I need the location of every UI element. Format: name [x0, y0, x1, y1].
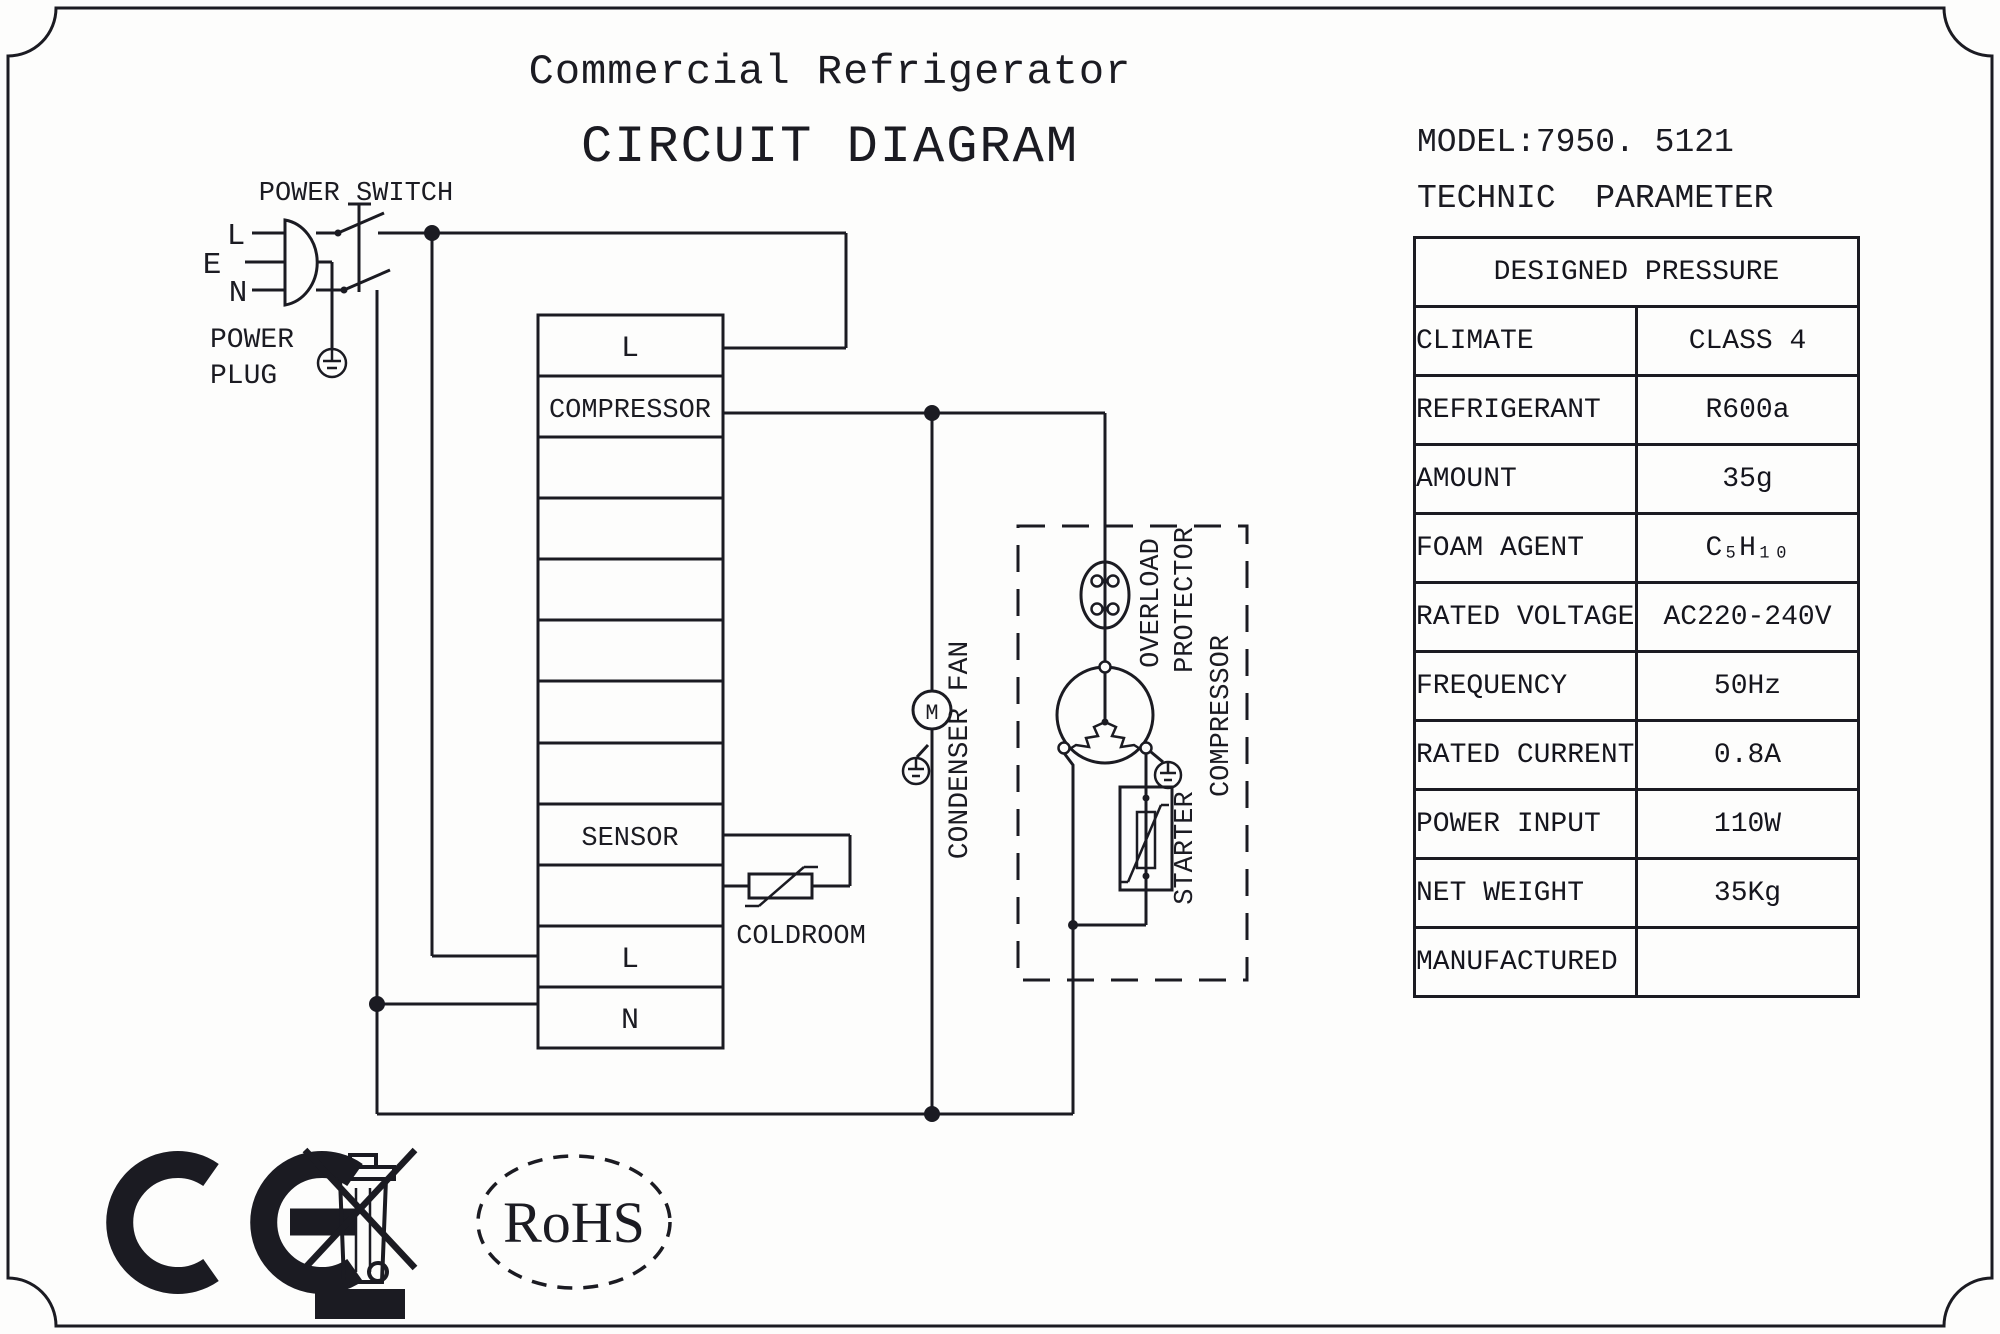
param-value: 0.8A: [1635, 719, 1860, 791]
plug-pin-earth-label: E: [203, 248, 222, 283]
power-switch-symbol: [316, 202, 391, 292]
param-label: NET WEIGHT: [1413, 857, 1638, 929]
fan-motor-label: M: [925, 701, 938, 726]
starter-symbol: [1073, 753, 1174, 927]
param-label: MANUFACTURED: [1413, 926, 1638, 998]
technic-parameter-heading: TECHNIC PARAMETER: [1417, 180, 1774, 217]
condenser-fan-label: CONDENSER FAN: [945, 641, 976, 859]
weee-bar: [315, 1289, 405, 1319]
plug-ground-icon: [316, 347, 348, 379]
param-value: C₅H₁₀: [1635, 512, 1860, 584]
compressor-wire: [723, 411, 1107, 667]
param-row: REFRIGERANT R600a: [1413, 374, 1860, 446]
starter-label: STARTER: [1171, 791, 1201, 904]
terminal-cell-l-bottom: L: [621, 943, 639, 977]
param-label: RATED CURRENT: [1413, 719, 1638, 791]
junction-dots: [334, 225, 1150, 1122]
param-row: NET WEIGHT 35Kg: [1413, 857, 1860, 929]
param-row: RATED VOLTAGE AC220-240V: [1413, 581, 1860, 653]
param-row: RATED CURRENT 0.8A: [1413, 719, 1860, 791]
param-row: FREQUENCY 50Hz: [1413, 650, 1860, 722]
param-value: R600a: [1635, 374, 1860, 446]
param-row: FOAM AGENT C₅H₁₀: [1413, 512, 1860, 584]
ce-mark-icon: [106, 1151, 363, 1294]
rohs-label: RoHS: [503, 1190, 645, 1255]
param-value: 35g: [1635, 443, 1860, 515]
terminal-cell-compressor: COMPRESSOR: [549, 396, 711, 426]
table-header: DESIGNED PRESSURE: [1413, 236, 1860, 308]
param-label: REFRIGERANT: [1413, 374, 1638, 446]
power-plug-label-line2: PLUG: [210, 361, 277, 392]
weee-bin-icon: [302, 1147, 418, 1319]
thermistor-body: [747, 872, 814, 900]
compressor-enclosure: [1016, 524, 1249, 982]
motor-return-wire: [1062, 752, 1075, 1114]
param-label: RATED VOLTAGE: [1413, 581, 1638, 653]
param-label: POWER INPUT: [1413, 788, 1638, 860]
compressor-motor-symbol: [1055, 660, 1155, 765]
power-plug-symbol: [245, 218, 319, 307]
param-row: AMOUNT 35g: [1413, 443, 1860, 515]
terminal-cell-sensor: SENSOR: [581, 824, 678, 854]
param-row: CLIMATE CLASS 4: [1413, 305, 1860, 377]
power-switch-label: POWER SWITCH: [259, 179, 453, 209]
param-row: POWER INPUT 110W: [1413, 788, 1860, 860]
rohs-ellipse: [476, 1154, 672, 1290]
param-label: FREQUENCY: [1413, 650, 1638, 722]
fan-motor-circle: [911, 689, 953, 731]
power-plug-label-line1: POWER: [210, 325, 294, 356]
page-border: [6, 6, 1994, 1328]
terminal-cell-n: N: [621, 1004, 639, 1038]
fan-ground-icon: [901, 756, 931, 786]
overload-label-line1: OVERLOAD: [1137, 538, 1167, 668]
table-header-row: DESIGNED PRESSURE: [1413, 236, 1860, 308]
param-value: 110W: [1635, 788, 1860, 860]
param-value: 35Kg: [1635, 857, 1860, 929]
technic-parameter-table: DESIGNED PRESSURE CLIMATE CLASS 4 REFRIG…: [1413, 236, 1860, 998]
plug-pin-neutral-label: N: [229, 276, 248, 311]
coldroom-label: COLDROOM: [736, 922, 866, 952]
param-value: AC220-240V: [1635, 581, 1860, 653]
doc-subtitle: Commercial Refrigerator: [528, 48, 1132, 96]
motor-ground-icon: [1153, 760, 1183, 790]
live-wire: [378, 231, 848, 958]
motor-ground-stub: [1150, 750, 1164, 764]
doc-title: CIRCUIT DIAGRAM: [580, 118, 1080, 177]
compressor-box-label: COMPRESSOR: [1207, 635, 1237, 797]
neutral-wire: [375, 290, 1073, 1116]
param-label: FOAM AGENT: [1413, 512, 1638, 584]
plug-pin-live-label: L: [227, 219, 246, 254]
param-value: [1635, 926, 1860, 998]
plug-earth-wire: [316, 260, 334, 349]
param-value: CLASS 4: [1635, 305, 1860, 377]
terminal-cell-l-top: L: [621, 332, 639, 366]
param-label: AMOUNT: [1413, 443, 1638, 515]
param-label: CLIMATE: [1413, 305, 1638, 377]
param-value: 50Hz: [1635, 650, 1860, 722]
overload-protector-symbol: [1079, 560, 1131, 630]
param-row: MANUFACTURED: [1413, 926, 1860, 998]
model-number: MODEL:7950. 5121: [1417, 124, 1734, 161]
terminal-block: [536, 313, 725, 1050]
coldroom-sensor: [723, 833, 852, 908]
condenser-fan-branch: [911, 413, 953, 1114]
overload-label-line2: PROTECTOR: [1171, 527, 1201, 673]
